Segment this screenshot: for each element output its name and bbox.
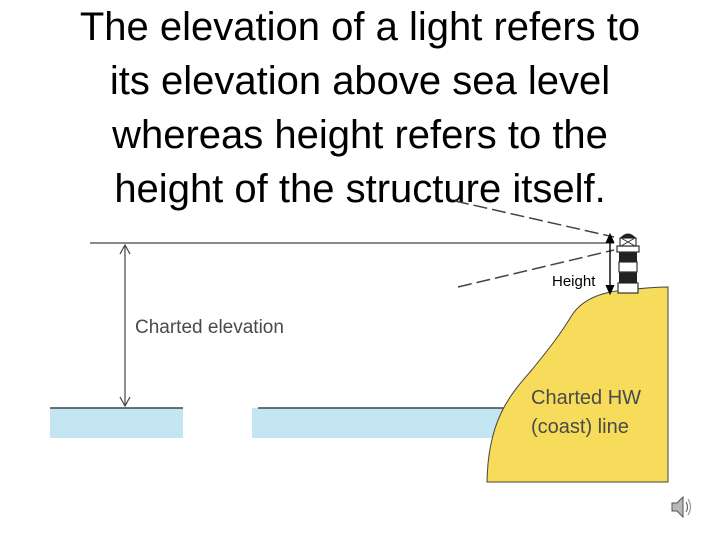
headland bbox=[487, 287, 668, 482]
beam-upper bbox=[455, 201, 614, 237]
hw-label-line-1: Charted HW bbox=[531, 387, 641, 409]
speaker-glyph bbox=[670, 492, 694, 522]
lighthouse-icon bbox=[617, 234, 639, 294]
hw-label-line-2: (coast) line bbox=[531, 416, 629, 438]
sea-strip-left bbox=[50, 408, 183, 438]
height-label: Height bbox=[552, 273, 596, 290]
sea-strip-right bbox=[252, 408, 514, 438]
elevation-label: Charted elevation bbox=[135, 317, 284, 338]
speaker-icon[interactable] bbox=[670, 492, 694, 522]
